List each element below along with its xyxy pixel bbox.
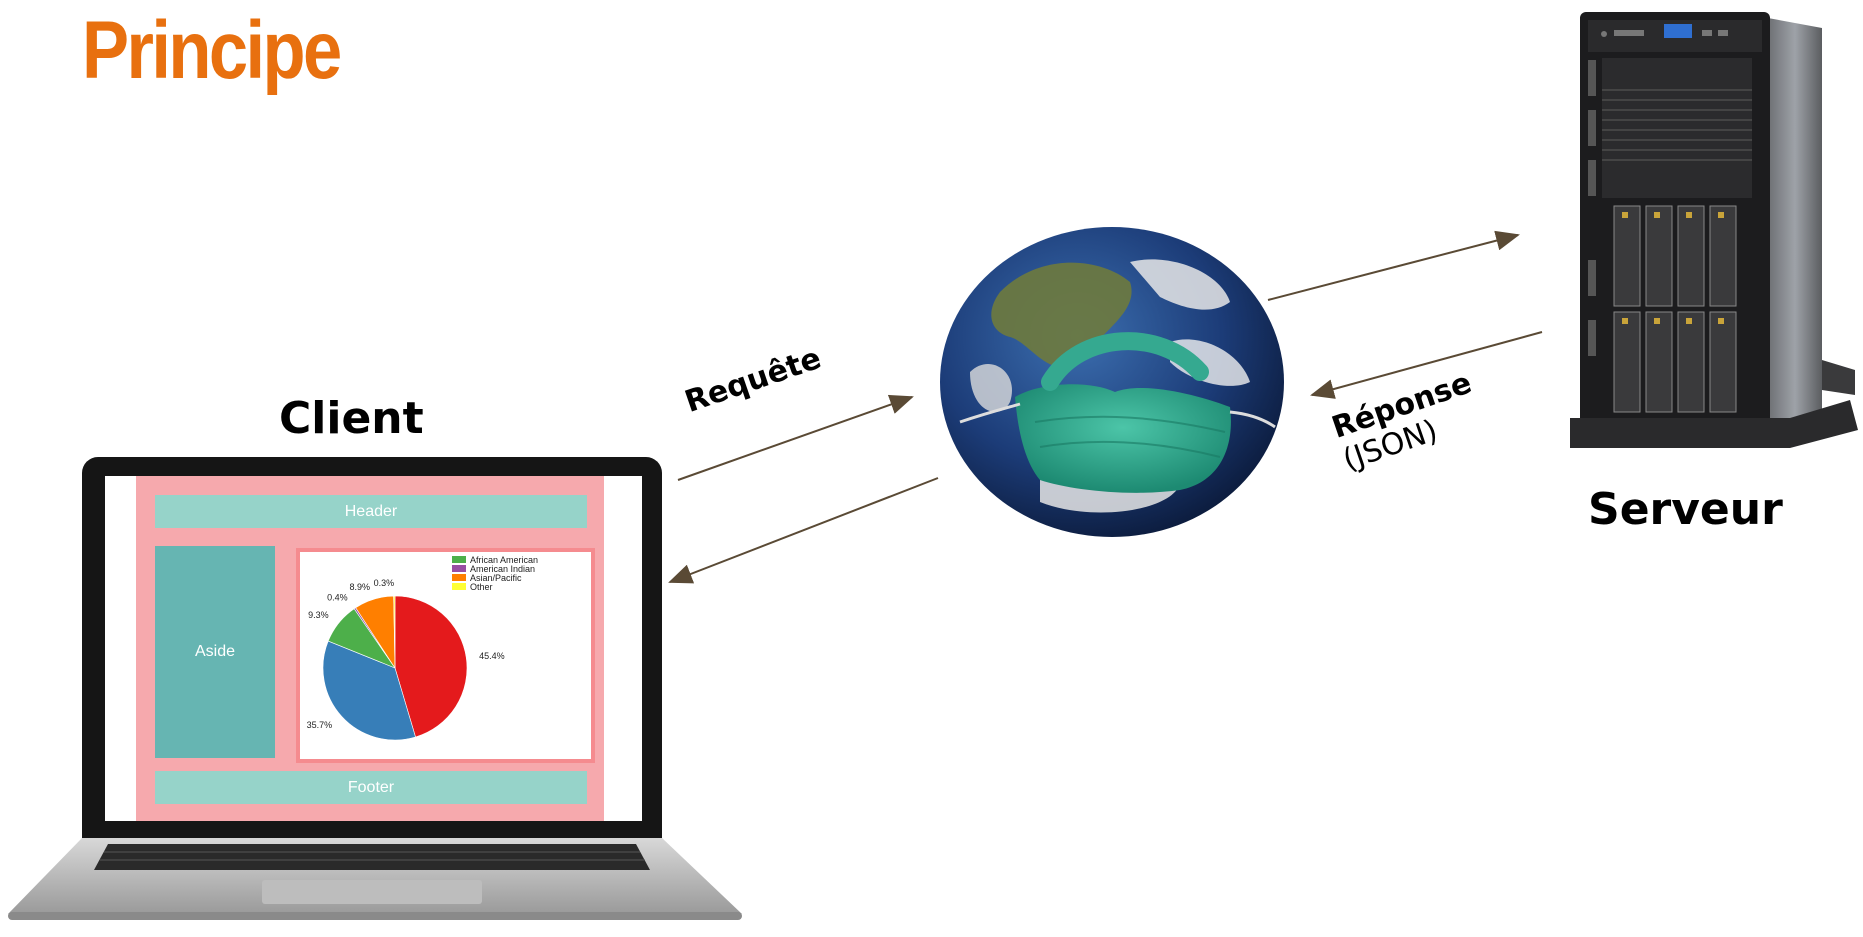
request-arrow-internet-to-server: [1267, 230, 1520, 301]
pie-data-label: 8.9%: [349, 582, 370, 592]
legend-swatch: [452, 583, 466, 590]
request-label: Requête: [680, 340, 826, 420]
wireframe-header: Header: [155, 495, 587, 528]
internet-globe-image: [940, 227, 1284, 537]
response-label: Réponse (JSON): [1328, 366, 1487, 478]
pie-data-label: 35.7%: [307, 720, 333, 730]
pie-data-label: 0.4%: [327, 592, 348, 602]
wireframe-footer: Footer: [155, 771, 587, 804]
pie-data-label: 9.3%: [308, 610, 329, 620]
server-tower-image: [1570, 12, 1858, 448]
legend-swatch: [452, 574, 466, 581]
client-label: Client: [279, 393, 424, 444]
legend-label: Asian/Pacific: [470, 573, 522, 583]
legend-swatch: [452, 556, 466, 563]
pie-data-label: 45.4%: [479, 651, 505, 661]
pie-slice: [394, 595, 468, 738]
legend-label: African American: [470, 555, 538, 565]
wireframe-main: 45.4% 35.7% 9.3% 0.4%8.9% 0.3% African Americ…: [296, 548, 595, 763]
wireframe-aside: Aside: [155, 546, 275, 758]
client-laptop-image: Header Aside 45.4% 35.7% 9.3% 0.4%8.9% 0.3% A…: [0, 450, 750, 930]
laptop-screen: Header Aside 45.4% 35.7% 9.3% 0.4%8.9% 0.3% A…: [105, 476, 642, 821]
pie-chart: 45.4% 35.7% 9.3% 0.4%8.9% 0.3% African Americ…: [307, 555, 538, 741]
pie-slice: [393, 595, 396, 669]
pie-data-label: 0.3%: [374, 578, 395, 588]
server-label: Serveur: [1588, 484, 1783, 535]
wireframe-page: Header Aside 45.4% 35.7% 9.3% 0.4%8.9% 0.3% A…: [136, 476, 604, 821]
legend-label: American Indian: [470, 564, 535, 574]
pie-slice: [322, 640, 416, 741]
laptop-keyboard-base: [8, 838, 742, 920]
slide-title: Principe: [82, 5, 342, 96]
legend-swatch: [452, 565, 466, 572]
legend-label: Other: [470, 582, 493, 592]
